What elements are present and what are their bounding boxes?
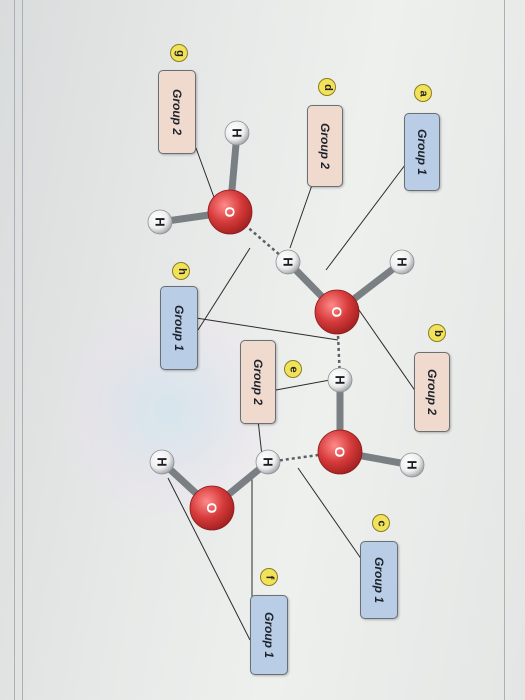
label-box-c[interactable]: Group 1 [360, 541, 398, 619]
atom-symbol: H [405, 460, 420, 469]
pointer-line-e [275, 379, 331, 391]
label-text-c: Group 1 [372, 556, 387, 604]
label-box-f[interactable]: Group 1 [250, 595, 288, 675]
hydrogen-atom: H [224, 120, 250, 146]
oxygen-atom: O [207, 189, 253, 235]
atom-symbol: O [222, 207, 238, 218]
label-box-a[interactable]: Group 1 [404, 113, 440, 191]
label-box-b[interactable]: Group 2 [414, 352, 450, 432]
label-box-d[interactable]: Group 2 [307, 105, 343, 187]
label-text-b: Group 2 [425, 368, 440, 416]
atoms: O H H O H H O H H O H H [147, 120, 425, 531]
pointer-line-h [195, 317, 339, 341]
pointer-line-g [195, 147, 216, 201]
letter-d: d [321, 83, 334, 91]
atom-symbol: H [261, 457, 276, 466]
hydrogen-atom: H [327, 367, 353, 393]
letter-tag-b: b [428, 324, 446, 342]
pointer-line-d [289, 184, 313, 249]
label-text-f: Group 1 [262, 611, 277, 659]
pointer-line-a [325, 164, 406, 271]
atom-symbol: H [395, 257, 410, 266]
pointer-line-f [167, 477, 251, 641]
label-text-d: Group 2 [318, 122, 333, 170]
hydrogen-atom: H [399, 452, 425, 478]
label-box-e[interactable]: Group 2 [240, 340, 276, 424]
letter-tag-f: f [260, 568, 278, 586]
atom-symbol: H [155, 457, 170, 466]
letter-tag-h: h [172, 262, 190, 280]
letter-tag-g: g [170, 44, 188, 62]
atom-symbol: H [281, 257, 296, 266]
letter-tag-c: c [372, 514, 390, 532]
atom-symbol: H [333, 375, 348, 384]
oxygen-atom: O [314, 289, 360, 335]
letter-h: h [175, 267, 188, 275]
atom-symbol: H [230, 128, 245, 137]
letter-a: a [417, 89, 430, 97]
oxygen-atom: O [317, 429, 363, 475]
hydrogen-atom: H [389, 249, 415, 275]
screen-edge-line [14, 0, 15, 700]
letter-f: f [263, 575, 276, 579]
label-box-g[interactable]: Group 2 [158, 70, 196, 154]
pointer-line-b [351, 299, 417, 393]
pointer-line-c [297, 467, 363, 561]
pointer-line-e [257, 419, 263, 457]
label-text-a: Group 1 [415, 128, 430, 176]
oxygen-atom: O [189, 485, 235, 531]
letter-tag-a: a [414, 84, 432, 102]
hydrogen-bonds [229, 211, 342, 464]
hydrogen-atom: H [147, 209, 173, 235]
atom-symbol: H [153, 217, 168, 226]
label-text-g: Group 2 [170, 88, 185, 136]
atom-symbol: O [332, 447, 348, 458]
letter-b: b [431, 329, 444, 337]
pointer-line-h [197, 247, 251, 331]
letter-g: g [173, 49, 186, 57]
letter-tag-e: e [284, 360, 302, 378]
screen-edge-line [22, 0, 23, 700]
label-text-e: Group 2 [251, 358, 266, 406]
hydrogen-atom: H [255, 449, 281, 475]
atom-symbol: O [329, 307, 345, 318]
hydrogen-bond [229, 211, 289, 263]
hydrogen-atom: H [275, 249, 301, 275]
hydrogen-atom: H [149, 449, 175, 475]
screen-edge-line [504, 0, 505, 700]
atom-symbol: O [204, 503, 220, 514]
letter-c: c [375, 519, 388, 527]
label-text-h: Group 1 [172, 304, 187, 352]
letter-tag-d: d [318, 78, 336, 96]
letter-e: e [287, 365, 300, 373]
label-box-h[interactable]: Group 1 [160, 286, 198, 370]
